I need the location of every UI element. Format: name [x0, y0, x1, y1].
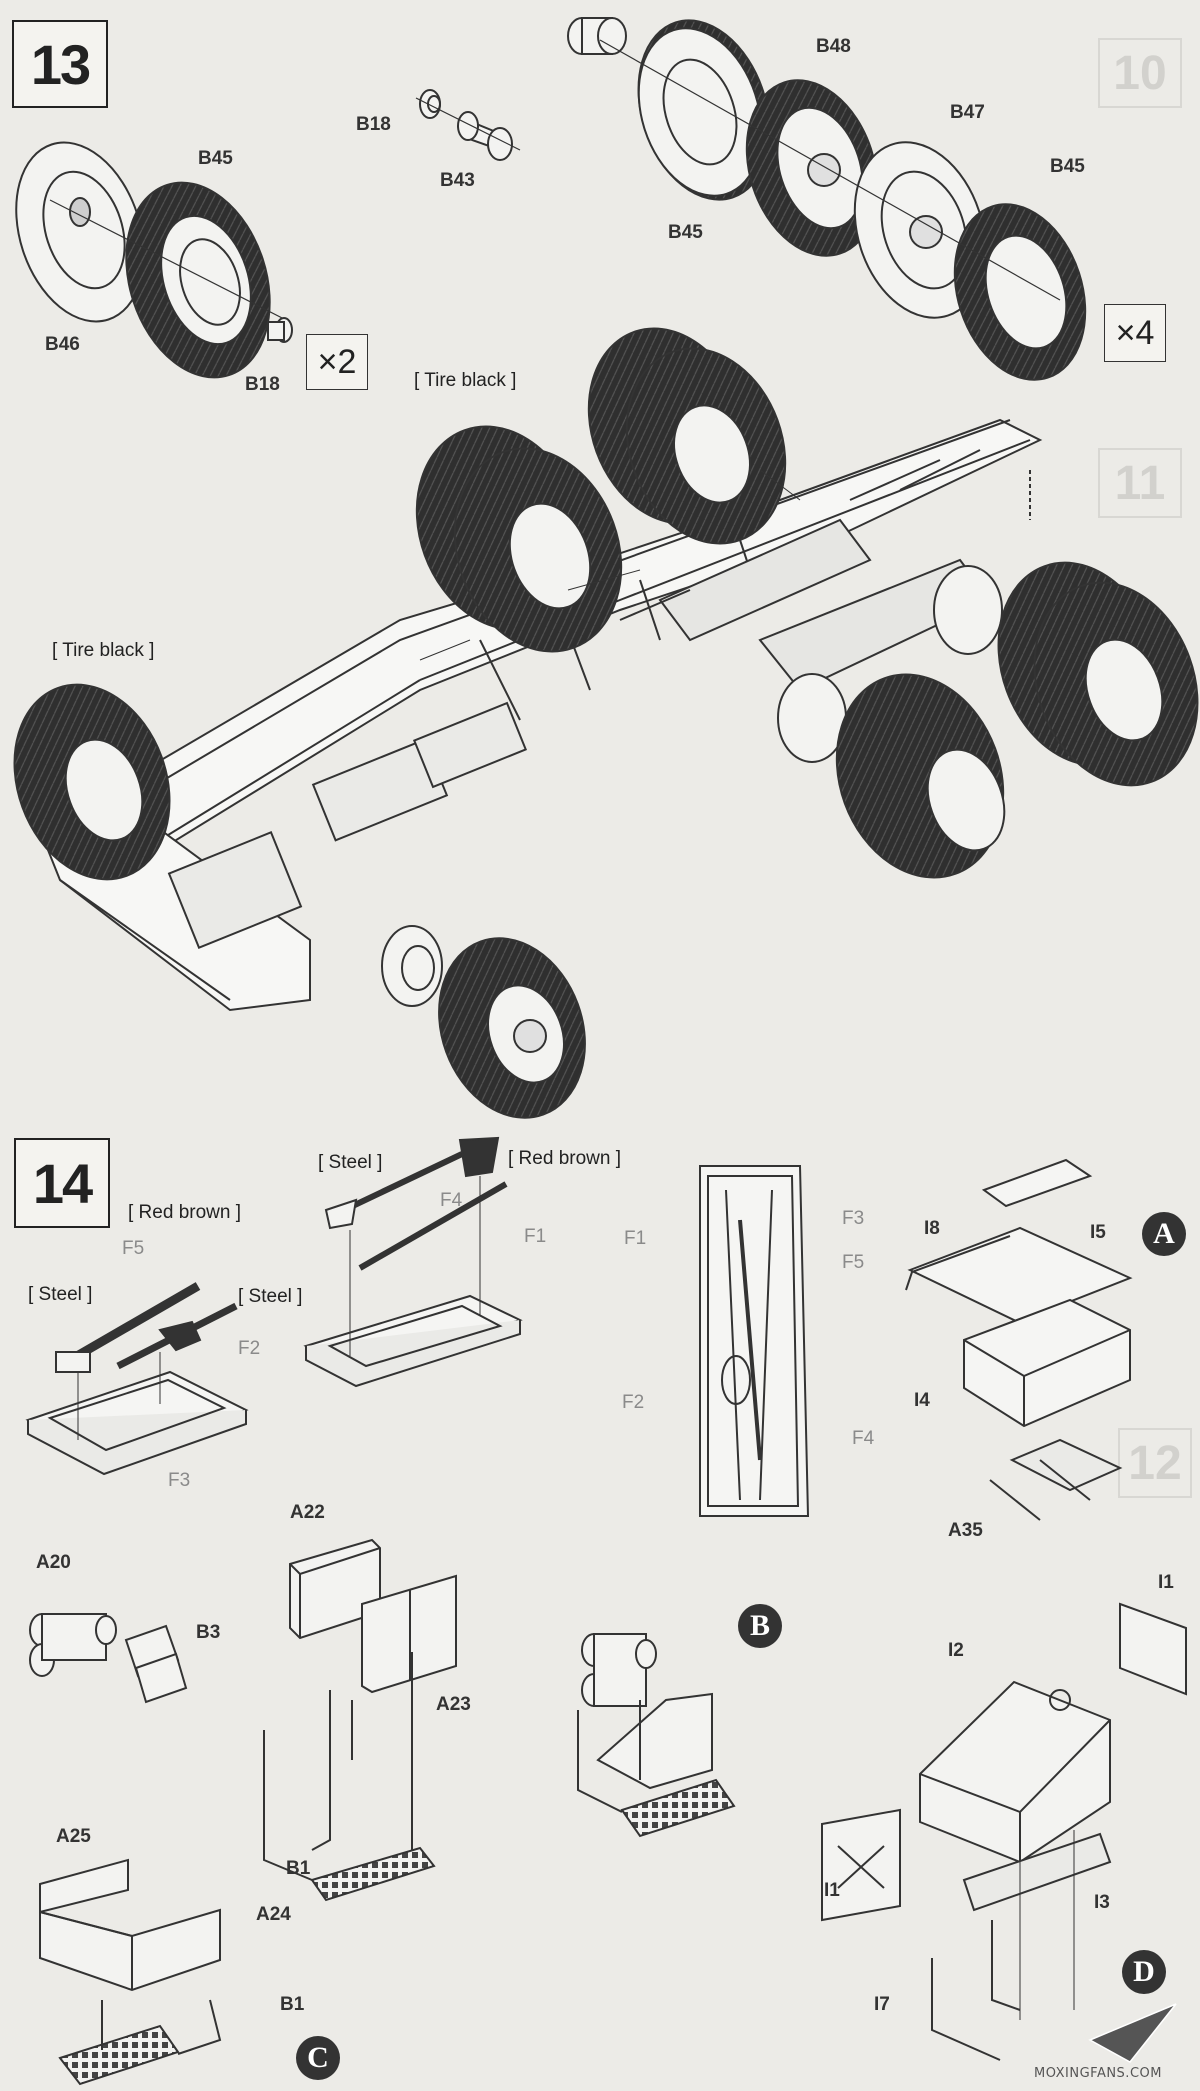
- multiplier-x4: ×4: [1104, 304, 1166, 362]
- label-b43: B43: [440, 170, 475, 191]
- assembly-d-tank: [821, 1602, 1187, 2061]
- faint-step-10: 10: [1098, 38, 1182, 108]
- label-b3: B3: [196, 1622, 221, 1643]
- faint-step-12: 12: [1118, 1428, 1192, 1498]
- hub-b43: [457, 111, 513, 161]
- label-a24: A24: [256, 1904, 291, 1925]
- faint-step-11: 11: [1098, 448, 1182, 518]
- label-b46: B46: [45, 334, 80, 355]
- tire-chassis-front-right: [438, 937, 586, 1119]
- axe-f2-left: [116, 1302, 238, 1370]
- label-a25: A25: [56, 1826, 91, 1847]
- label-f2-tray: F2: [622, 1392, 645, 1413]
- tire-chassis-front-left: [13, 683, 171, 881]
- hub-b18-top: [419, 89, 441, 119]
- label-b45-right-bottom: B45: [668, 222, 703, 243]
- label-i2: I2: [948, 1640, 964, 1661]
- step-13-number: 13: [12, 20, 108, 108]
- shovel-f4-mid: [324, 1136, 500, 1230]
- label-f4-tray: F4: [852, 1428, 875, 1449]
- assembly-a-box: [905, 1158, 1133, 1521]
- tool-tray-vertical: [699, 1165, 810, 1517]
- hub-cylinder-top: [567, 17, 627, 55]
- label-b45-left: B45: [198, 148, 233, 169]
- label-i3: I3: [1094, 1892, 1110, 1913]
- label-i1-left: I1: [824, 1880, 840, 1901]
- label-a20: A20: [36, 1552, 71, 1573]
- cylinders-a20-b3: [29, 1613, 188, 1704]
- step-14-number: 14: [14, 1138, 110, 1228]
- label-i7: I7: [874, 1994, 890, 2015]
- note-steel-1: [ Steel ]: [28, 1284, 93, 1305]
- hubs-right-side: [777, 565, 1003, 763]
- step-grate-b1: [263, 1652, 436, 1902]
- tire-chassis-mid-left: [415, 425, 623, 653]
- handle-f5-left: [55, 1282, 201, 1373]
- label-i1-top: I1: [1158, 1572, 1174, 1593]
- note-tire-black-left: [ Tire black ]: [52, 640, 155, 661]
- label-a23: A23: [436, 1694, 471, 1715]
- label-a35: A35: [948, 1520, 983, 1541]
- label-f3-left: F3: [168, 1470, 191, 1491]
- label-i8: I8: [924, 1218, 940, 1239]
- label-b47: B47: [950, 102, 985, 123]
- label-f1-mid: F1: [524, 1226, 547, 1247]
- label-i4: I4: [914, 1390, 930, 1411]
- hub-front-right: [381, 925, 443, 1007]
- tire-left-exploded: [125, 181, 271, 379]
- note-tire-black-top: [ Tire black ]: [414, 370, 517, 391]
- assembly-d-marker: D: [1122, 1950, 1166, 1994]
- assembly-a-marker: A: [1142, 1212, 1186, 1256]
- note-steel-2: [ Steel ]: [238, 1286, 303, 1307]
- assembly-c-marker: C: [296, 2036, 340, 2080]
- watermark-logo: [1088, 2003, 1177, 2063]
- label-b1-bottom: B1: [280, 1994, 305, 2015]
- label-f3-tray: F3: [842, 1208, 865, 1229]
- label-f2-left: F2: [238, 1338, 261, 1359]
- watermark-text: MOXINGFANS.COM: [1034, 2066, 1162, 2081]
- label-f1-tray: F1: [624, 1228, 647, 1249]
- label-b45-right-top: B45: [1050, 156, 1085, 177]
- note-red-brown-1: [ Red brown ]: [128, 1202, 241, 1223]
- label-a22: A22: [290, 1502, 325, 1523]
- tool-tray-f1-mid: [303, 1294, 523, 1388]
- label-b1-mid: B1: [286, 1858, 311, 1879]
- cap-b18-left: [267, 317, 293, 343]
- note-red-brown-2: [ Red brown ]: [508, 1148, 621, 1169]
- label-f5-left: F5: [122, 1238, 145, 1259]
- wheel-b48: [745, 79, 879, 257]
- label-b18-bottom: B18: [245, 374, 280, 395]
- label-f4-mid: F4: [440, 1190, 463, 1211]
- tire-b45-front: [953, 203, 1087, 381]
- label-b48: B48: [816, 36, 851, 57]
- tire-chassis-rear-left: [587, 327, 787, 545]
- label-i5: I5: [1090, 1222, 1106, 1243]
- wheel-hub-left: [15, 141, 145, 323]
- tire-chassis-mid-right: [835, 673, 1006, 879]
- multiplier-x2: ×2: [306, 334, 368, 390]
- note-steel-3: [ Steel ]: [318, 1152, 383, 1173]
- assembly-b: [577, 1633, 736, 1838]
- tool-tray-f3-left: [25, 1370, 249, 1476]
- label-f5-tray: F5: [842, 1252, 865, 1273]
- tire-b45-rear: [637, 19, 771, 201]
- label-b18-top: B18: [356, 114, 391, 135]
- step-box-a22: [289, 1538, 457, 1694]
- wheel-b47: [853, 141, 987, 319]
- tire-chassis-rear-right: [997, 561, 1199, 787]
- assembly-c: [39, 1858, 222, 2086]
- assembly-b-marker: B: [738, 1604, 782, 1648]
